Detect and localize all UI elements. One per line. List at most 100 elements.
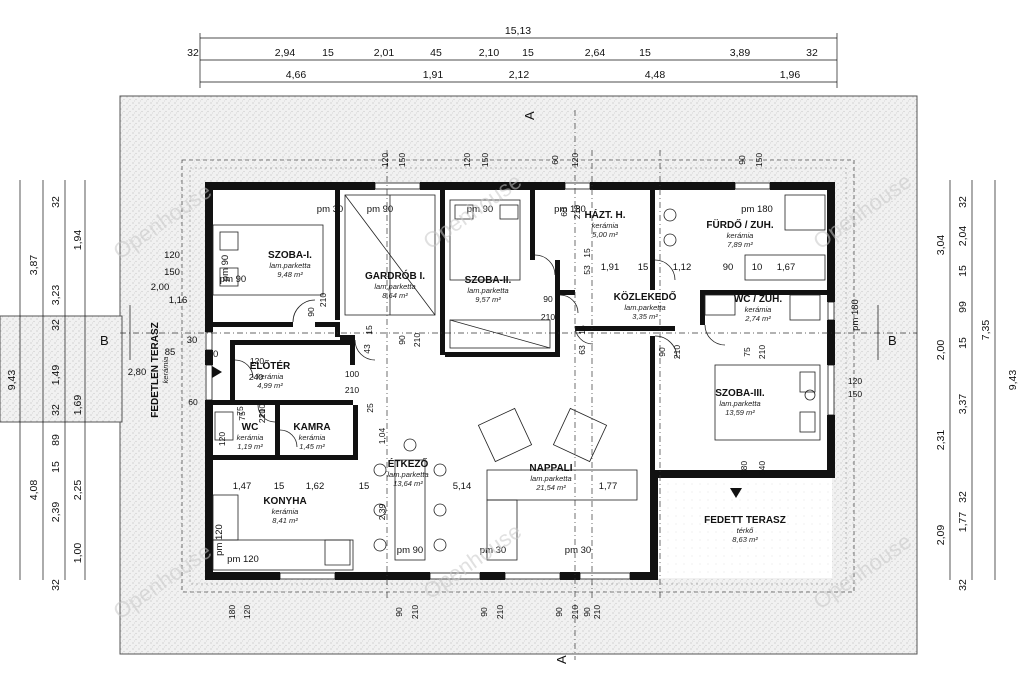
room-floor: lam.parketta — [530, 474, 571, 483]
door-dim-label: 210 — [541, 312, 555, 322]
pm-label: pm 180 — [741, 204, 773, 215]
right-dim-label: 2,31 — [935, 430, 947, 451]
room-area: 8,63 m² — [732, 535, 758, 544]
right-dim-label: 1,77 — [957, 512, 969, 533]
top-dimension-lines — [199, 33, 838, 88]
door-dim-label: 60 — [188, 397, 198, 407]
top-dim-label: 2,64 — [585, 47, 606, 59]
right-dim-label: 32 — [957, 491, 969, 503]
pm-label: pm 180 — [850, 299, 861, 331]
room-area: 8,64 m² — [382, 291, 408, 300]
opening-label: 60 — [550, 155, 560, 165]
pm-label: pm 90 — [397, 545, 423, 556]
inner-dim-label: 85 — [165, 347, 176, 358]
door-dim-label: 210 — [672, 345, 682, 359]
opening-label: 150 — [480, 153, 490, 167]
room-name: WC — [242, 422, 259, 433]
door-dim-label: 280 — [739, 461, 749, 475]
top-dim-label: 4,48 — [645, 69, 666, 81]
interior-details — [234, 194, 726, 448]
room-floor: kerámia — [257, 372, 284, 381]
top-dim-label: 2,12 — [509, 69, 530, 81]
room-floor: lam.parketta — [374, 282, 415, 291]
room-area: 1,19 m² — [237, 442, 263, 451]
right-dim-label: 2,00 — [935, 340, 947, 361]
right-dim-label: 15 — [957, 337, 969, 349]
room-area: 1,45 m² — [299, 442, 325, 451]
room-area: 21,54 m² — [535, 483, 566, 492]
room-area: 13,64 m² — [393, 479, 423, 488]
room-name: KÖZLEKEDŐ — [614, 290, 677, 303]
door-dim-label: 43 — [362, 344, 372, 354]
inner-dim-label: 2,80 — [128, 367, 147, 378]
section-b-left: B — [100, 333, 109, 348]
top-dim-label: 45 — [430, 47, 442, 59]
top-dim-label: 1,96 — [780, 69, 801, 81]
inner-dim-label: 10 — [752, 262, 763, 273]
room-floor: lam.parketta — [719, 399, 760, 408]
door-dim-label: 210 — [257, 404, 267, 418]
inner-dim-label: 1,77 — [599, 481, 618, 492]
door-dim-label: 25 — [365, 403, 375, 413]
top-dim-label: 3,89 — [730, 47, 751, 59]
door-dim-label: 15 — [577, 325, 587, 335]
pm-label: pm 90 — [220, 255, 231, 281]
top-dim-label: 32 — [806, 47, 818, 59]
right-dim-label: 99 — [957, 301, 969, 313]
door-dim-label: 210 — [318, 293, 328, 307]
room-area: 9,48 m² — [277, 270, 303, 279]
opening-label: 210 — [592, 605, 602, 619]
left-dim-label: 2,25 — [72, 480, 84, 501]
room-name: SZOBA-II. — [465, 275, 512, 286]
top-dim-label: 4,66 — [286, 69, 307, 81]
left-dim-label: 2,39 — [50, 502, 62, 523]
axis-lines — [120, 110, 917, 660]
left-dim-label: 89 — [50, 434, 62, 446]
door-dim-label: 150 — [848, 389, 862, 399]
right-dim-label: 32 — [957, 196, 969, 208]
right-dim-label: 15 — [957, 265, 969, 277]
right-dim-label: 2,09 — [935, 525, 947, 546]
door-dim-label: 120 — [217, 432, 227, 446]
room-area: 2,74 m² — [744, 314, 771, 323]
right-dim-total: 9,43 — [1007, 370, 1019, 391]
left-dim-total: 4,08 — [28, 480, 40, 501]
opening-label: 120 — [462, 153, 472, 167]
pm-label: pm 90 — [220, 274, 246, 285]
pm-label: pm 120 — [214, 524, 225, 556]
door-dim-label: 15 — [582, 248, 592, 258]
exterior-walls — [205, 182, 835, 580]
top-total-dim: 15,13 — [505, 25, 531, 37]
door-dim-label: 63 — [577, 345, 587, 355]
building-interior — [205, 185, 833, 578]
inner-dim-label: 1,16 — [169, 295, 188, 306]
door-dim-label: 210 — [412, 333, 422, 347]
left-dim-label: 32 — [50, 579, 62, 591]
pm-label: pm 30 — [480, 545, 506, 556]
terrace-arrow-icon — [730, 488, 742, 498]
door-dim-label: 75 — [235, 406, 245, 416]
opening-label: 90 — [394, 607, 404, 617]
inner-dim-label: 1,67 — [777, 262, 796, 273]
furniture — [212, 194, 826, 571]
room-floor: lam.parketta — [387, 470, 428, 479]
top-dim-label: 2,01 — [374, 47, 395, 59]
door-dim-label: 75 — [237, 411, 247, 421]
room-floor: lam.parketta — [467, 286, 508, 295]
pm-label: pm 30 — [317, 204, 343, 215]
door-dim-label: 100 — [345, 369, 359, 379]
door-dim-label: 90 — [543, 294, 553, 304]
pm-label: pm 90 — [467, 204, 493, 215]
left-dim-label: 15 — [50, 461, 62, 473]
opening-label: 120 — [380, 153, 390, 167]
inner-dim-label: 1,47 — [233, 481, 252, 492]
room-area: 4,99 m² — [257, 381, 283, 390]
room-floor: kerámia — [592, 221, 619, 230]
opening-label: 150 — [754, 153, 764, 167]
left-dim-label: 1,69 — [72, 395, 84, 416]
left-dim-label: 32 — [50, 319, 62, 331]
top-dim-label: 15 — [522, 47, 534, 59]
